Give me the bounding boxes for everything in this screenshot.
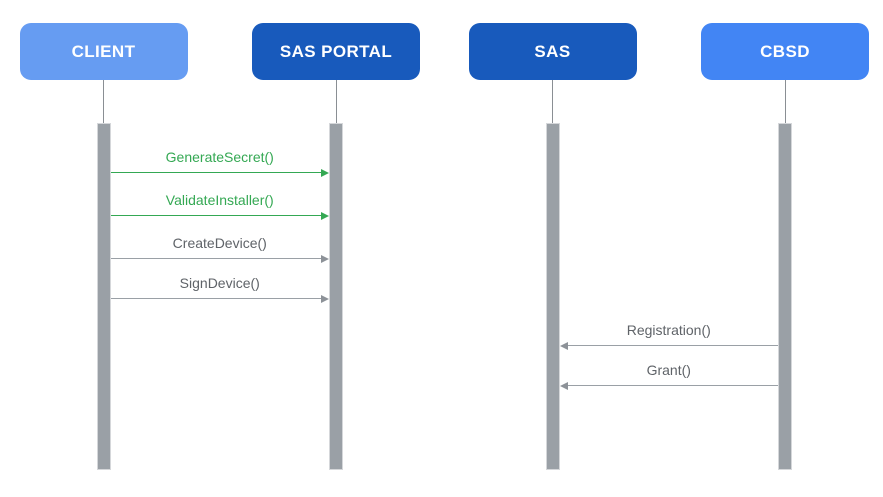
lifeline-cbsd — [784, 80, 786, 123]
message-label-validate-installer: ValidateInstaller() — [165, 192, 274, 208]
lifeline-sas-portal — [335, 80, 337, 123]
actor-box-client: CLIENT — [19, 23, 188, 80]
activation-bar-sas — [545, 123, 560, 470]
message-label-generate-secret: GenerateSecret() — [165, 149, 274, 165]
message-label-create-device: CreateDevice() — [172, 235, 267, 251]
activation-bar-cbsd — [778, 123, 792, 470]
actor-label-sas-portal: SAS PORTAL — [279, 41, 393, 61]
lifeline-client — [103, 80, 104, 123]
message-arrowhead-create-device — [321, 254, 329, 263]
message-line-validate-installer — [110, 215, 323, 216]
actor-label-cbsd: CBSD — [760, 41, 810, 61]
message-arrowhead-grant — [559, 381, 568, 390]
actor-box-cbsd: CBSD — [701, 23, 869, 80]
message-line-sign-device — [110, 298, 323, 299]
actor-label-client: CLIENT — [71, 41, 136, 61]
message-line-generate-secret — [110, 172, 323, 173]
actor-box-sas: SAS — [468, 23, 637, 80]
message-label-registration: Registration() — [626, 322, 711, 338]
message-label-sign-device: SignDevice() — [179, 275, 260, 291]
activation-bar-client — [96, 123, 111, 470]
message-arrowhead-sign-device — [321, 294, 329, 303]
message-line-registration — [565, 345, 778, 346]
actor-box-sas-portal: SAS PORTAL — [252, 23, 420, 80]
message-label-grant: Grant() — [646, 362, 691, 378]
actor-label-sas: SAS — [534, 41, 571, 61]
message-line-grant — [565, 385, 778, 386]
message-arrowhead-validate-installer — [321, 211, 329, 220]
lifeline-sas — [552, 80, 553, 123]
message-arrowhead-registration — [559, 341, 568, 350]
activation-bar-sas-portal — [329, 123, 343, 470]
message-line-create-device — [110, 258, 323, 259]
message-arrowhead-generate-secret — [321, 168, 329, 177]
